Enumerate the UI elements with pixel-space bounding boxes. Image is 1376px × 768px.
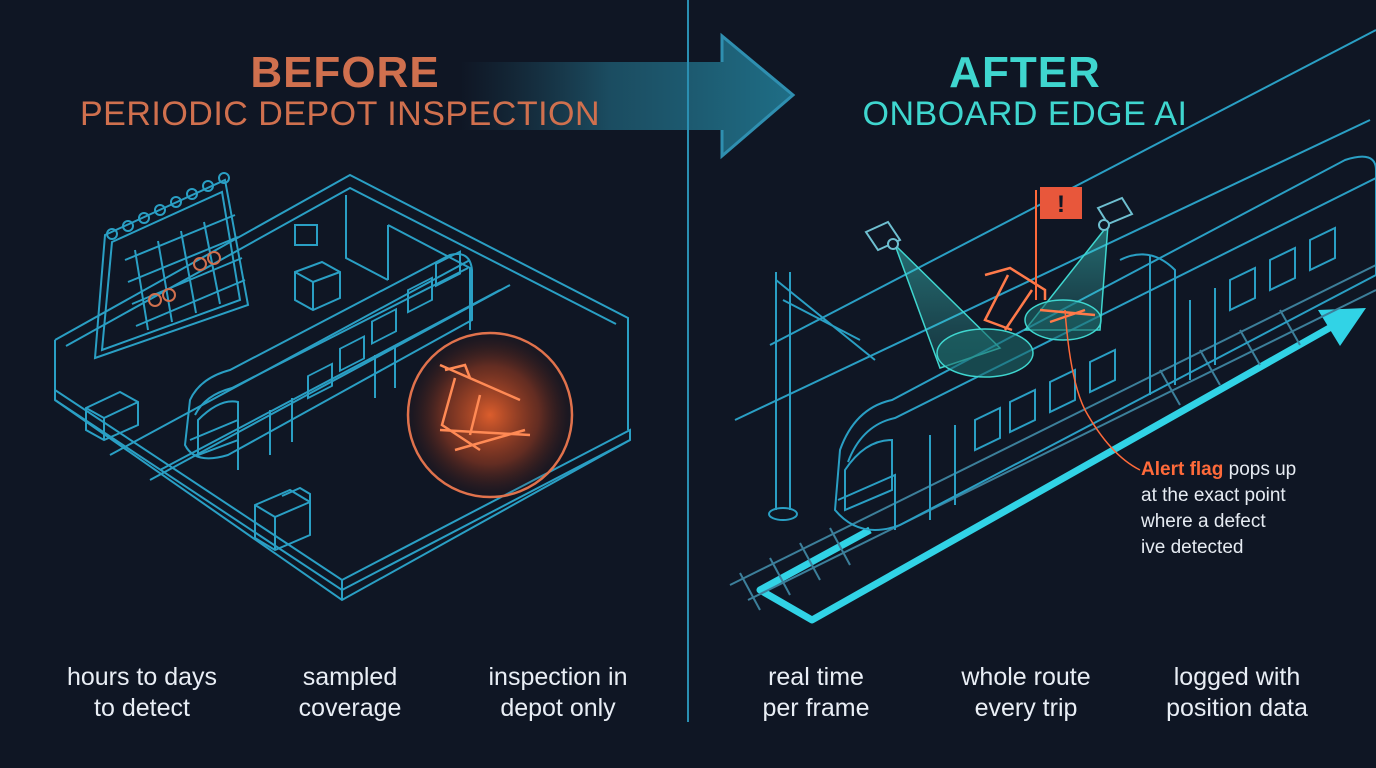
transition-arrow-icon: [460, 32, 796, 160]
train-icon: [833, 155, 1376, 531]
after-metric-realtime: real time per frame: [762, 663, 870, 722]
callout-line3: where a defect: [1141, 511, 1266, 532]
callout-line1-rest: pops up: [1223, 459, 1297, 480]
after-metric-logged: logged with position data: [1166, 663, 1308, 722]
camera-icon: [864, 196, 1134, 378]
after-subtitle: ONBOARD EDGE AI: [862, 95, 1188, 133]
after-metric-route: whole route every trip: [961, 663, 1091, 722]
callout-line2: at the exact point: [1141, 485, 1286, 506]
track-icon: [729, 264, 1376, 611]
alert-callout: Alert flag pops up at the exact point wh…: [1141, 457, 1371, 561]
callout-leader-line: [1064, 309, 1141, 471]
before-metric-location: inspection in depot only: [488, 663, 628, 722]
before-title: BEFORE: [250, 48, 440, 97]
alert-badge: !: [1057, 191, 1065, 218]
train-icon: [183, 250, 473, 470]
after-title: AFTER: [949, 48, 1101, 97]
calendar-icon: [93, 172, 250, 360]
alert-flag-icon: !: [1035, 187, 1082, 300]
before-subtitle: PERIODIC DEPOT INSPECTION: [79, 95, 601, 133]
before-metric-detect-time: hours to days to detect: [66, 663, 218, 722]
route-arrow-icon: [756, 308, 1366, 624]
pantograph-icon: [983, 266, 1096, 332]
pantograph-magnifier-icon: [406, 331, 574, 499]
before-metric-coverage: sampled coverage: [298, 663, 402, 722]
callout-highlight: Alert flag: [1141, 459, 1224, 480]
depot-building-icon: [54, 173, 631, 602]
callout-line4: ive detected: [1141, 537, 1244, 558]
